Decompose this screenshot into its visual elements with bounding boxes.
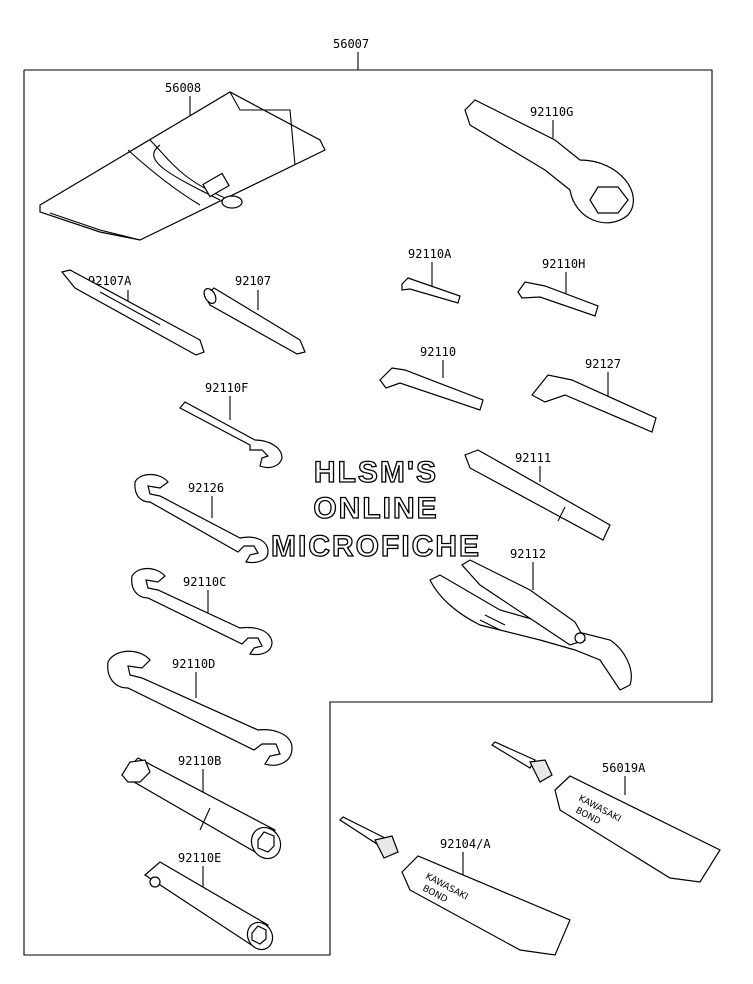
label-92110H[interactable]: 92110H [542, 257, 585, 271]
hex-key-92110A: 92110A [401, 247, 461, 304]
bond-tube-92104A: 92104/A KAWASAKI BOND [339, 816, 571, 956]
label-92110C[interactable]: 92110C [183, 575, 226, 589]
watermark: HLSM'S ONLINE MICROFICHE [270, 455, 481, 563]
kit-frame [23, 69, 713, 956]
label-92111[interactable]: 92111 [515, 451, 551, 465]
label-92110B[interactable]: 92110B [178, 754, 221, 768]
wrench-92126: 92126 [134, 473, 269, 564]
label-92127[interactable]: 92127 [585, 357, 621, 371]
label-92112[interactable]: 92112 [510, 547, 546, 561]
label-56019A[interactable]: 56019A [602, 761, 646, 775]
wrench-92110C: 92110C [131, 567, 273, 656]
screwdriver-92107A: 92107A [60, 269, 205, 356]
label-92110D[interactable]: 92110D [172, 657, 215, 671]
pliers-92112: 92112 [429, 547, 632, 691]
bar-92111: 92111 [464, 449, 611, 541]
hex-key-92110H: 92110H [517, 257, 599, 317]
hex-key-92110: 92110 [379, 345, 484, 411]
screwdriver-92107: 92107 [203, 274, 306, 355]
hex-key-92127: 92127 [531, 357, 657, 433]
bond-tube-56019A: 56019A KAWASAKI BOND [491, 741, 721, 883]
wrench-92110F: 92110F [179, 381, 283, 469]
label-92110F[interactable]: 92110F [205, 381, 248, 395]
label-92110G[interactable]: 92110G [530, 105, 573, 119]
watermark-line-2: ONLINE [313, 492, 438, 525]
watermark-line-3: MICROFICHE [271, 530, 481, 563]
socket-92110B: 92110B [121, 754, 282, 860]
label-92110A[interactable]: 92110A [408, 247, 452, 261]
label-92107[interactable]: 92107 [235, 274, 271, 288]
label-92126[interactable]: 92126 [188, 481, 224, 495]
label-56007[interactable]: 56007 [333, 37, 369, 51]
tool-bag-56008: 56008 [39, 81, 326, 241]
watermark-line-1: HLSM'S [314, 456, 438, 489]
kit-56007: 56007 [23, 37, 713, 956]
socket-92110E: 92110E [144, 851, 274, 951]
label-56008[interactable]: 56008 [165, 81, 201, 95]
label-92110[interactable]: 92110 [420, 345, 456, 359]
wrench-92110D: 92110D [107, 650, 293, 766]
label-92104A[interactable]: 92104/A [440, 837, 491, 851]
label-92107A[interactable]: 92107A [88, 274, 132, 288]
label-92110E[interactable]: 92110E [178, 851, 221, 865]
box-wrench-92110G: 92110G [464, 99, 634, 224]
